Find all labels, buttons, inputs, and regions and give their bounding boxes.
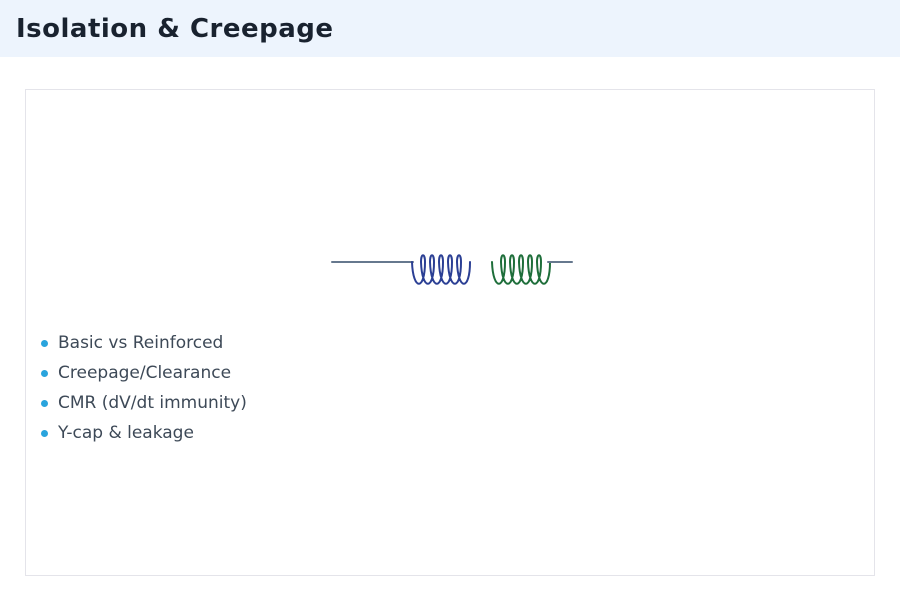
- transformer-diagram: [331, 254, 573, 285]
- bullet-label: Basic vs Reinforced: [58, 333, 224, 353]
- list-item: Basic vs Reinforced: [41, 328, 247, 358]
- list-item: Creepage/Clearance: [41, 358, 247, 388]
- bullet-icon: [41, 369, 48, 377]
- bullet-label: Y-cap & leakage: [58, 423, 194, 443]
- bullet-icon: [41, 429, 48, 437]
- page-title: Isolation & Creepage: [16, 13, 334, 44]
- list-item: Y-cap & leakage: [41, 418, 247, 448]
- bullet-icon: [41, 399, 48, 407]
- secondary-winding-icon: [491, 254, 551, 285]
- topic-list: Basic vs Reinforced Creepage/Clearance C…: [41, 328, 247, 448]
- bullet-icon: [41, 339, 48, 347]
- header-bar: Isolation & Creepage: [0, 0, 900, 57]
- bullet-label: Creepage/Clearance: [58, 363, 232, 383]
- list-item: CMR (dV/dt immunity): [41, 388, 247, 418]
- primary-winding-icon: [411, 254, 471, 285]
- bullet-label: CMR (dV/dt immunity): [58, 393, 247, 413]
- content-panel: Basic vs Reinforced Creepage/Clearance C…: [25, 89, 875, 576]
